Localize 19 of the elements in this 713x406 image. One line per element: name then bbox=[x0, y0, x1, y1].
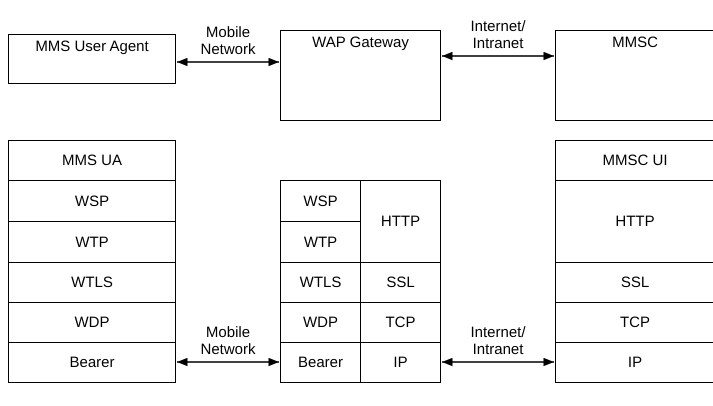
entity-box: WAP Gateway bbox=[280, 30, 441, 121]
double-arrow bbox=[177, 358, 279, 366]
protocol-layer-cell: Bearer bbox=[8, 342, 176, 383]
protocol-layer-cell: MMS UA bbox=[8, 140, 176, 181]
double-arrow bbox=[442, 52, 554, 60]
protocol-layer-cell: WTLS bbox=[8, 262, 176, 303]
protocol-layer-cell: MMSC UI bbox=[555, 140, 713, 181]
protocol-layer-cell: WDP bbox=[8, 302, 176, 343]
double-arrow bbox=[177, 58, 279, 66]
entity-box: MMS User Agent bbox=[8, 34, 176, 84]
protocol-layer-cell: Bearer bbox=[280, 342, 361, 383]
protocol-layer-cell: WSP bbox=[280, 180, 361, 222]
protocol-layer-cell: IP bbox=[555, 342, 713, 383]
protocol-layer-cell: WTP bbox=[8, 221, 176, 263]
entity-box: MMSC bbox=[555, 30, 713, 121]
protocol-layer-cell: HTTP bbox=[360, 180, 441, 263]
protocol-layer-cell: WSP bbox=[8, 180, 176, 222]
double-arrow bbox=[442, 358, 554, 366]
protocol-layer-cell: IP bbox=[360, 342, 441, 383]
